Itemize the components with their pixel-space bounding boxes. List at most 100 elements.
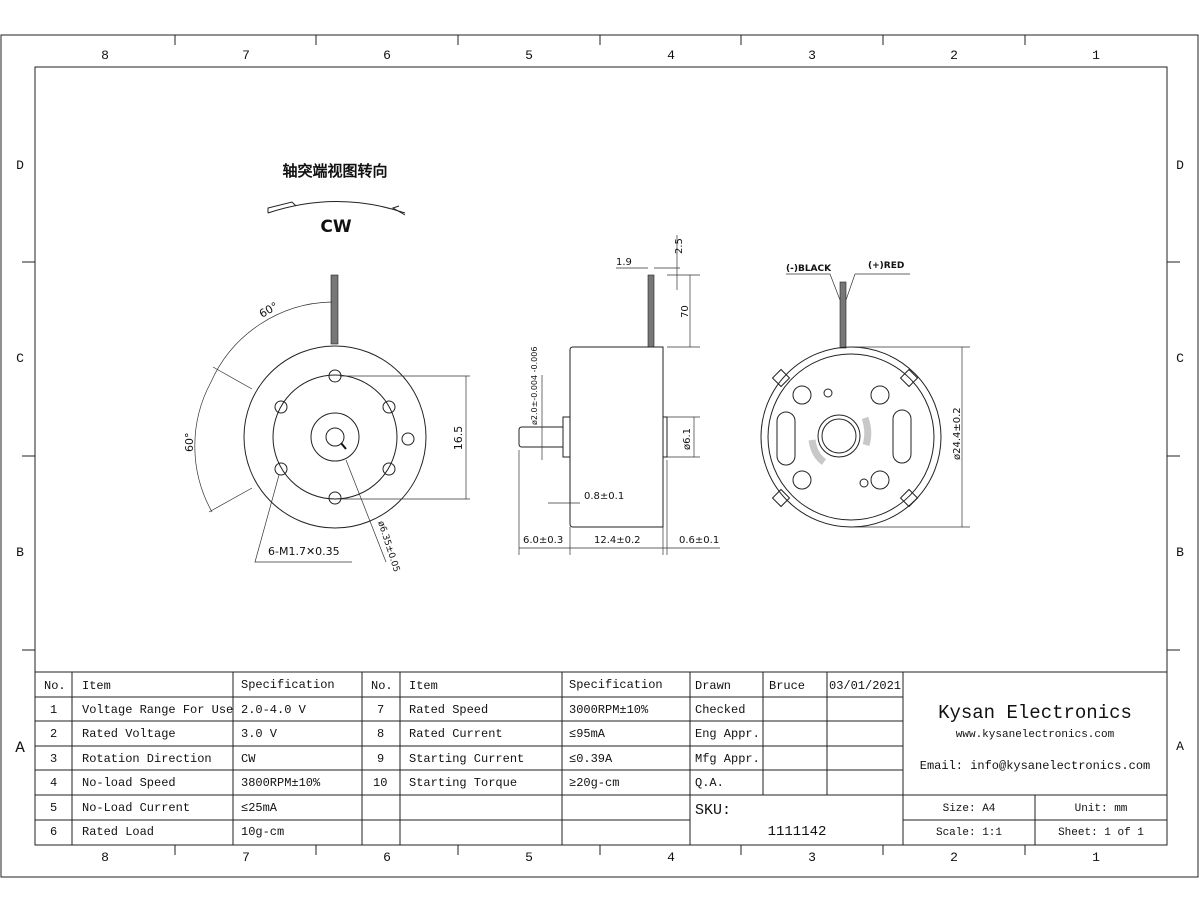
zone-row: A xyxy=(1176,739,1184,754)
approval-role: Mfg Appr. xyxy=(695,752,760,766)
zone-col: 2 xyxy=(950,850,958,865)
title-block-grid xyxy=(35,671,1167,845)
company-block: Kysan Electronics www.kysanelectronics.c… xyxy=(920,702,1150,839)
wire-width-dim: 1.9 xyxy=(616,257,632,268)
rear-dim: 0.6±0.1 xyxy=(679,535,719,546)
header-spec: Specification xyxy=(241,678,335,692)
svg-text:Rated Load: Rated Load xyxy=(82,825,154,839)
svg-text:Starting Current: Starting Current xyxy=(409,752,524,766)
approval-role: Checked xyxy=(695,703,745,717)
approval-role: Drawn xyxy=(695,679,731,693)
company-name: Kysan Electronics xyxy=(938,702,1132,724)
body-len-dim: 12.4±0.2 xyxy=(594,535,641,546)
svg-text:4: 4 xyxy=(50,776,57,790)
hole-circle-dim: 16.5 xyxy=(452,426,465,451)
zone-row: B xyxy=(16,545,24,560)
zone-col: 3 xyxy=(808,850,816,865)
zone-col: 7 xyxy=(242,850,250,865)
zone-col: 5 xyxy=(525,48,533,63)
svg-text:3.0 V: 3.0 V xyxy=(241,727,278,741)
company-website: www.kysanelectronics.com xyxy=(956,729,1115,741)
svg-text:2: 2 xyxy=(50,727,57,741)
sku-label: SKU: xyxy=(695,802,731,819)
svg-text:≥20g-cm: ≥20g-cm xyxy=(569,776,619,790)
bore-dim: ø6.35±0.05 xyxy=(375,520,401,574)
zone-col: 4 xyxy=(667,850,675,865)
spec-table: No. Item Specification No. Item Specific… xyxy=(44,678,663,839)
sku-value: 1111142 xyxy=(768,824,827,840)
svg-text:Rated Current: Rated Current xyxy=(409,727,503,741)
zone-row: C xyxy=(16,351,24,366)
svg-text:8: 8 xyxy=(377,727,384,741)
svg-text:3: 3 xyxy=(50,752,57,766)
approval-date: 03/01/2021 xyxy=(829,679,901,693)
svg-text:Voltage Range For Use: Voltage Range For Use xyxy=(82,703,233,717)
zone-row: C xyxy=(1176,351,1184,366)
wire-gap-dim: 2.5 xyxy=(674,238,685,254)
zone-col: 6 xyxy=(383,48,391,63)
svg-text:≤95mA: ≤95mA xyxy=(569,727,606,741)
rotation-direction: CW xyxy=(320,217,351,237)
company-email: Email: info@kysanelectronics.com xyxy=(920,759,1150,773)
angle-label: 60° xyxy=(183,433,196,453)
diameter-dim: ø24.4±0.2 xyxy=(952,407,963,460)
svg-text:1: 1 xyxy=(50,703,57,717)
approval-role: Eng Appr. xyxy=(695,727,760,741)
approval-role: Q.A. xyxy=(695,776,724,790)
header-spec: Specification xyxy=(569,678,663,692)
rear-view: (-)BLACK (+)RED ø24.4±0.2 xyxy=(760,261,970,528)
zone-row: A xyxy=(15,739,25,757)
sheet-size: Size: A4 xyxy=(943,803,996,815)
sheet-number: Sheet: 1 of 1 xyxy=(1058,827,1144,839)
angle-label: 60° xyxy=(257,300,280,321)
header-item: Item xyxy=(409,679,438,693)
scale: Scale: 1:1 xyxy=(936,827,1002,839)
header-no: No. xyxy=(371,679,393,693)
table-row: 3 Rotation Direction CW xyxy=(50,752,256,766)
svg-text:2.0-4.0 V: 2.0-4.0 V xyxy=(241,703,307,717)
svg-text:≤0.39A: ≤0.39A xyxy=(569,752,613,766)
zone-col: 8 xyxy=(101,850,109,865)
svg-text:5: 5 xyxy=(50,801,57,815)
zone-row: B xyxy=(1176,545,1184,560)
wire-length-dim: 70 xyxy=(680,305,691,318)
zone-col: 5 xyxy=(525,850,533,865)
zone-col: 7 xyxy=(242,48,250,63)
flange-dim: 0.8±0.1 xyxy=(584,491,624,502)
svg-text:3800RPM±10%: 3800RPM±10% xyxy=(241,776,321,790)
zone-col: 4 xyxy=(667,48,675,63)
shaft-dia-dim: ø2.0±-0.004 -0.006 xyxy=(530,347,539,425)
svg-text:Rated Voltage: Rated Voltage xyxy=(82,727,176,741)
zone-col: 8 xyxy=(101,48,109,63)
table-row: 8 Rated Current ≤95mA xyxy=(377,727,606,741)
approvals-block: Drawn Bruce 03/01/2021 Checked Eng Appr.… xyxy=(695,679,901,840)
svg-text:10g-cm: 10g-cm xyxy=(241,825,284,839)
header-item: Item xyxy=(82,679,111,693)
rotation-indicator: 轴突端视图转向 CW xyxy=(267,162,406,237)
table-row: 1 Voltage Range For Use 2.0-4.0 V xyxy=(50,703,307,717)
svg-text:10: 10 xyxy=(373,776,387,790)
zone-col: 2 xyxy=(950,48,958,63)
boss-dia-dim: ø6.1 xyxy=(682,428,693,450)
arrow-right-icon xyxy=(391,205,406,216)
svg-text:No-Load Current: No-Load Current xyxy=(82,801,190,815)
rotation-title: 轴突端视图转向 xyxy=(282,162,387,180)
table-row: 5 No-Load Current ≤25mA xyxy=(50,801,278,815)
table-row: 6 Rated Load 10g-cm xyxy=(50,825,284,839)
svg-text:6: 6 xyxy=(50,825,57,839)
unit: Unit: mm xyxy=(1075,803,1128,815)
neg-lead-label: (-)BLACK xyxy=(786,264,832,274)
svg-text:≤25mA: ≤25mA xyxy=(241,801,278,815)
zone-col: 3 xyxy=(808,48,816,63)
front-view: 60° 60° 16.5 6-M1.7✕0.35 ø6.35±0.05 xyxy=(183,274,470,574)
side-view: 1.9 2.5 70 ø2.0±-0.004 -0.006 ø6.1 0.8±0… xyxy=(518,235,720,555)
svg-text:CW: CW xyxy=(241,752,256,766)
svg-text:Rotation Direction: Rotation Direction xyxy=(82,752,212,766)
svg-text:7: 7 xyxy=(377,703,384,717)
thread-spec: 6-M1.7✕0.35 xyxy=(268,545,340,558)
